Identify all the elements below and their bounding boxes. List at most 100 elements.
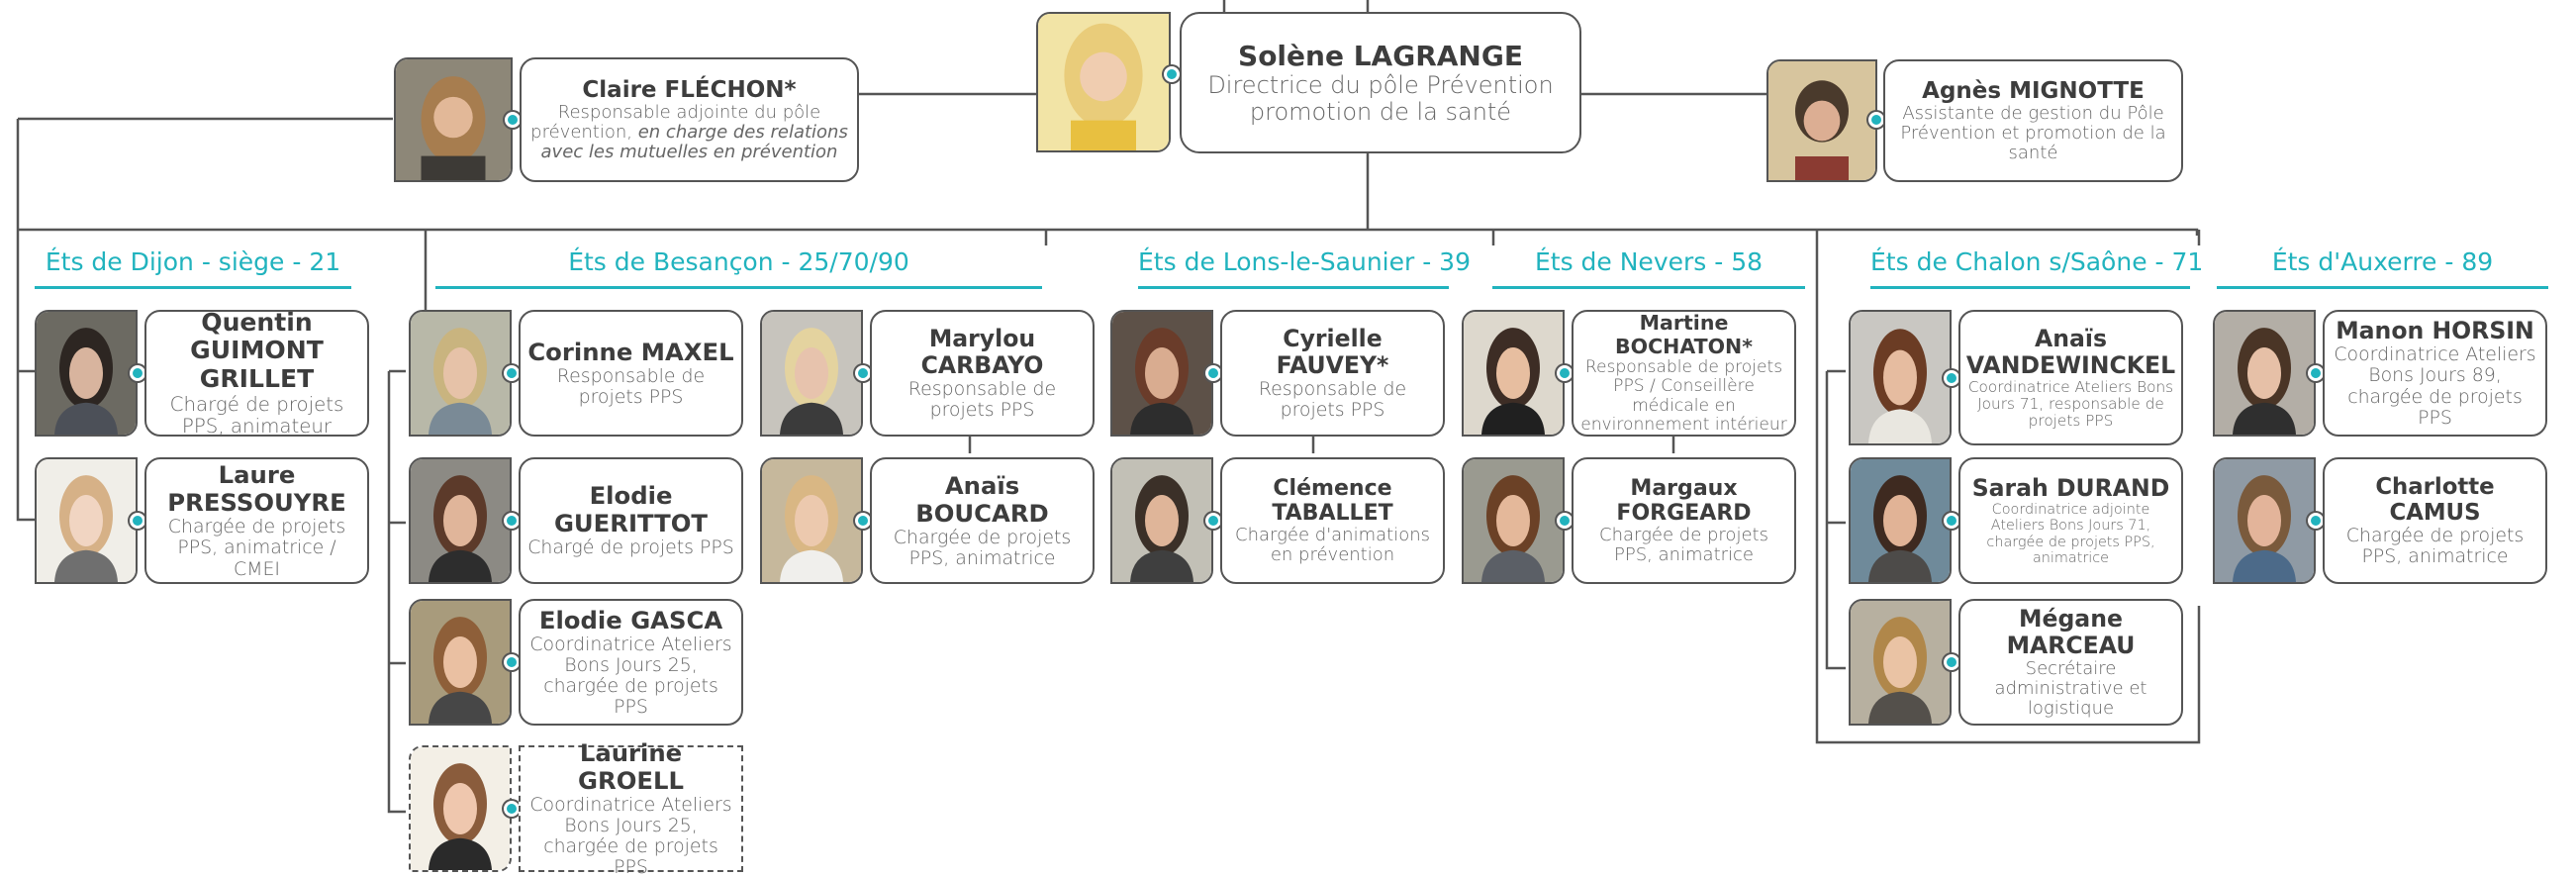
person-name: Marylou CARBAYO — [920, 324, 1044, 379]
connector-dot — [2308, 365, 2324, 381]
deputy-role-italic: en charge des relations avec les mutuell… — [540, 122, 848, 163]
director-card: Solène LAGRANGE Directrice du pôle Préve… — [1180, 12, 1581, 153]
avatar-cyrielle — [1110, 310, 1213, 437]
assistant-card: Agnès MIGNOTTE Assistante de gestion du … — [1883, 59, 2183, 182]
person-name: Martine BOCHATON* — [1615, 311, 1753, 358]
person-role: Chargée de projets PPS, animatrice / CME… — [167, 516, 346, 580]
person-role: Chargée de projets PPS, animatrice — [893, 526, 1072, 569]
avatar-megane — [1849, 599, 1952, 726]
avatar-assistant — [1766, 59, 1877, 182]
site-heading-besancon: Éts de Besançon - 25/70/90 — [435, 247, 1042, 289]
connector-dot — [504, 513, 520, 529]
connector-dot — [1557, 365, 1573, 381]
site-heading-dijon: Éts de Dijon - siège - 21 — [35, 247, 351, 289]
avatar-martine — [1462, 310, 1565, 437]
person-role: Secrétaire administrative et logistique — [1994, 657, 2147, 720]
person-name: Manon HORSIN — [2336, 317, 2534, 345]
connector-dot — [855, 365, 871, 381]
avatar-deputy — [394, 57, 513, 182]
deputy-role-main: Responsable adjointe du pôle prévention, — [530, 101, 821, 144]
connector-dot — [1868, 112, 1884, 128]
avatar-laure — [35, 457, 138, 584]
avatar-anais-v — [1849, 310, 1952, 445]
connector-dot — [2308, 513, 2324, 529]
person-name: Cyrielle FAUVEY* — [1276, 324, 1389, 379]
avatar-clemence — [1110, 457, 1213, 584]
avatar-laurine — [409, 745, 512, 872]
person-name: Elodie GASCA — [538, 605, 723, 634]
connector-dot — [1205, 365, 1221, 381]
avatar-charlotte — [2213, 457, 2316, 584]
avatar-anais-b — [760, 457, 863, 584]
person-name: Elodie GUERITTOT — [553, 481, 709, 538]
connector-dot — [1944, 513, 1959, 529]
avatar-elodie-gasca — [409, 599, 512, 726]
person-role: Chargée de projets PPS, animatrice — [1599, 525, 1768, 566]
connector-dot — [1557, 513, 1573, 529]
person-role: Chargé de projets PPS, animateur — [169, 393, 344, 439]
person-role: Chargé de projets PPS — [527, 537, 734, 559]
connector-dot — [1205, 513, 1221, 529]
person-name: Clémence TABALLET — [1272, 475, 1393, 526]
avatar-corinne — [409, 310, 512, 437]
person-name: Laure PRESSOUYRE — [167, 460, 346, 518]
site-heading-nevers: Éts de Nevers - 58 — [1492, 247, 1805, 289]
director-name: Solène LAGRANGE — [1238, 39, 1523, 72]
site-heading-chalon: Éts de Chalon s/Saône - 71 — [1870, 247, 2203, 289]
avatar-elodie-g — [409, 457, 512, 584]
person-name: Anaïs VANDEWINCKEL — [1965, 324, 2176, 379]
person-role: Chargée de projets PPS, animatrice — [2345, 525, 2525, 568]
avatar-marylou — [760, 310, 863, 437]
person-role: Responsable de projets PPS / Conseillère… — [1580, 357, 1787, 435]
person-name: Quentin GUIMONT GRILLET — [190, 307, 324, 394]
avatar-director — [1036, 12, 1171, 152]
person-role: Coordinatrice adjointe Ateliers Bons Jou… — [1986, 502, 2155, 566]
connector-dot — [504, 365, 520, 381]
person-name: Charlotte CAMUS — [2375, 473, 2495, 526]
avatar-manon — [2213, 310, 2316, 437]
connector-dot — [130, 513, 145, 529]
connector-dot — [130, 365, 145, 381]
avatar-sarah — [1849, 457, 1952, 584]
connector-dot — [1944, 370, 1959, 386]
person-role: Responsable de projets PPS — [1258, 377, 1407, 422]
person-name: Laurine GROELL — [578, 737, 684, 795]
person-name: Sarah DURAND — [1971, 474, 2170, 503]
connector-dot — [855, 513, 871, 529]
person-role: Coordinatrice Ateliers Bons Jours 25, ch… — [529, 793, 732, 878]
avatar-margaux — [1462, 457, 1565, 584]
person-role: Coordinatrice Ateliers Bons Jours 25, ch… — [529, 633, 732, 719]
connector-dot — [1164, 66, 1180, 82]
person-card: Cyrielle FAUVEY*Responsable de projets P… — [1220, 310, 1445, 437]
person-name: Corinne MAXEL — [527, 337, 734, 366]
person-role: Responsable de projets PPS — [556, 364, 706, 408]
site-heading-auxerre: Éts d'Auxerre - 89 — [2217, 247, 2548, 289]
connector-dot — [1944, 654, 1959, 670]
person-name: Anaïs BOUCARD — [915, 470, 1049, 528]
site-heading-lons: Éts de Lons-le-Saunier - 39 — [1138, 247, 1471, 289]
avatar-quentin — [35, 310, 138, 437]
person-name: Margaux FORGEARD — [1616, 475, 1752, 526]
connector-dot — [504, 654, 520, 670]
deputy-name: Claire FLÉCHON* — [582, 76, 797, 103]
assistant-role: Assistante de gestion du Pôle Prévention… — [1900, 102, 2166, 164]
connector-dot — [504, 801, 520, 817]
person-role: Responsable de projets PPS — [907, 377, 1057, 422]
person-role: Coordinatrice Ateliers Bons Jours 71, re… — [1967, 377, 2174, 431]
